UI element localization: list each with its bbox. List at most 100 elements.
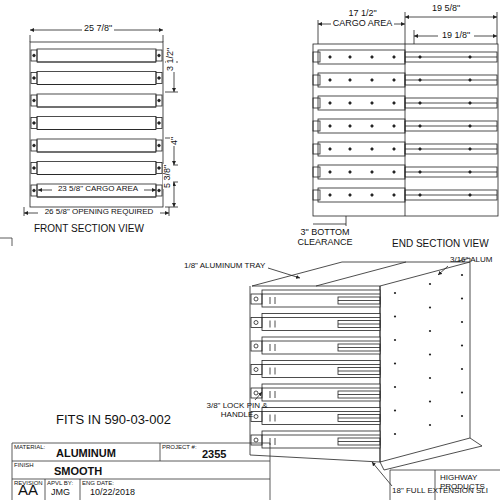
hole bbox=[371, 148, 373, 150]
hole bbox=[469, 148, 471, 150]
hole bbox=[394, 362, 396, 364]
hole bbox=[349, 148, 351, 150]
drawing-stroke bbox=[37, 84, 156, 85]
drawing-stroke bbox=[37, 197, 156, 198]
hole bbox=[329, 79, 331, 81]
slide bbox=[338, 368, 380, 375]
drawing-stroke bbox=[405, 80, 497, 81]
hole bbox=[429, 330, 431, 332]
pin bbox=[158, 144, 161, 147]
slide-rail bbox=[31, 185, 37, 196]
tray-front bbox=[37, 72, 156, 85]
handle bbox=[313, 144, 320, 154]
view-title: END SECTION VIEW bbox=[392, 238, 489, 249]
dimension: 26 5/8" OPENING REQUIRED bbox=[38, 208, 160, 217]
drawing-stroke bbox=[405, 126, 497, 127]
drawing-stroke bbox=[275, 321, 276, 328]
field-value: 2355 bbox=[202, 448, 226, 460]
handle bbox=[313, 121, 320, 131]
slide-rail bbox=[156, 140, 162, 151]
pin bbox=[158, 77, 161, 80]
drawing-stroke bbox=[338, 371, 380, 372]
tray-front bbox=[37, 94, 156, 107]
hole bbox=[393, 79, 395, 81]
hole bbox=[429, 424, 431, 426]
hole bbox=[394, 386, 396, 388]
field-value: SMOOTH bbox=[54, 465, 102, 477]
slide bbox=[405, 144, 497, 154]
field-label: PROJECT #: bbox=[162, 444, 197, 451]
drawing-stroke bbox=[275, 344, 276, 351]
field-label: ENG DATE: bbox=[82, 480, 114, 487]
drawing-stroke bbox=[338, 394, 380, 395]
hole bbox=[429, 306, 431, 308]
side-holes bbox=[394, 274, 463, 435]
part-callout: 3/8" LOCK PIN & HANDLE bbox=[200, 402, 274, 420]
drawing-stroke bbox=[405, 57, 497, 58]
dimension: 23 5/8" CARGO AREA bbox=[52, 185, 144, 194]
hole bbox=[461, 391, 463, 393]
pin bbox=[33, 54, 36, 57]
slide bbox=[338, 415, 380, 422]
tray-face bbox=[262, 431, 380, 448]
field-label: FINISH bbox=[14, 462, 34, 469]
field-label: MATERIAL: bbox=[14, 444, 45, 451]
drawing-stroke bbox=[270, 321, 271, 328]
tray-front bbox=[37, 139, 156, 152]
slide-rail bbox=[156, 73, 162, 84]
slide-rail bbox=[31, 73, 37, 84]
lock-pin bbox=[254, 368, 258, 372]
tray-side bbox=[318, 188, 405, 202]
pin bbox=[158, 99, 161, 102]
handle bbox=[251, 388, 262, 398]
tray-front bbox=[37, 184, 156, 197]
lock-pin bbox=[254, 321, 258, 325]
hole bbox=[461, 415, 463, 417]
tray-face bbox=[262, 337, 380, 354]
dimension: 19 5/8" bbox=[428, 4, 464, 14]
drawing-stroke bbox=[275, 391, 276, 398]
field-value: JMG bbox=[51, 488, 70, 498]
drawing-stroke bbox=[275, 415, 276, 422]
field-value: ALUMINUM bbox=[56, 447, 116, 459]
field-label: APVL BY: bbox=[47, 480, 73, 487]
hole bbox=[429, 353, 431, 355]
handle bbox=[313, 167, 320, 177]
hole bbox=[461, 368, 463, 370]
hole bbox=[371, 102, 373, 104]
dimension: 17 1/2" CARGO AREA bbox=[331, 9, 394, 29]
drawing-stroke bbox=[262, 435, 380, 436]
hole bbox=[419, 102, 421, 104]
drawing-stroke bbox=[262, 341, 380, 342]
tray-front bbox=[37, 49, 156, 62]
drawing-stroke bbox=[275, 297, 276, 304]
drawing-stroke bbox=[405, 172, 497, 173]
hole bbox=[461, 321, 463, 323]
hole bbox=[329, 125, 331, 127]
drawing-stroke bbox=[270, 297, 271, 304]
hole bbox=[394, 409, 396, 411]
field-value: 10/22/2018 bbox=[90, 488, 135, 498]
pin bbox=[158, 189, 161, 192]
iso-trays bbox=[251, 290, 380, 448]
slide bbox=[405, 98, 497, 108]
hole bbox=[429, 400, 431, 402]
slide bbox=[405, 121, 497, 131]
drawing-stroke bbox=[37, 152, 156, 153]
drawing-stroke bbox=[270, 368, 271, 375]
slide-rail bbox=[156, 118, 162, 129]
lock-pin bbox=[254, 297, 258, 301]
tray-face bbox=[262, 408, 380, 425]
hole bbox=[461, 297, 463, 299]
slide bbox=[338, 297, 380, 304]
front-view bbox=[24, 30, 178, 216]
drawing-stroke bbox=[37, 174, 156, 175]
hole bbox=[349, 102, 351, 104]
handle bbox=[313, 190, 320, 200]
tray-face bbox=[262, 384, 380, 401]
slide-rail bbox=[156, 163, 162, 174]
slide bbox=[405, 190, 497, 200]
drawing-stroke bbox=[405, 103, 497, 104]
hole bbox=[469, 171, 471, 173]
hole bbox=[393, 194, 395, 196]
